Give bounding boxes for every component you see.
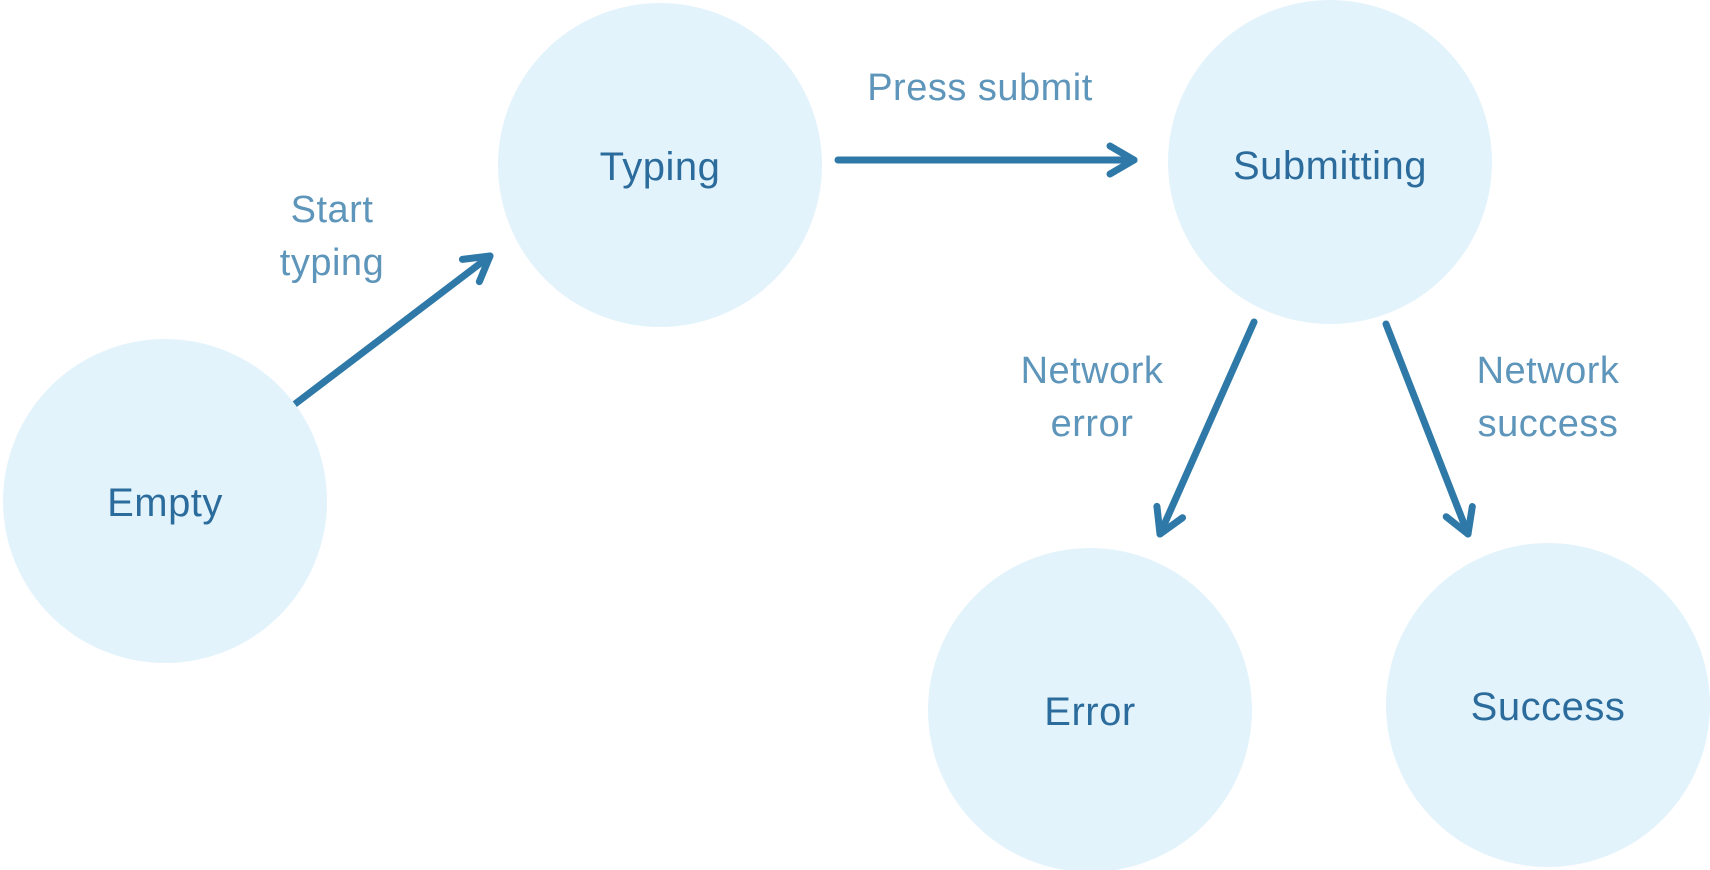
state-label-submitting: Submitting	[1233, 144, 1427, 188]
transition-label-network-success-line2: success	[1478, 403, 1619, 445]
transition-label-start-typing-line1: Start	[291, 189, 374, 231]
transition-label-press-submit: Press submit	[867, 67, 1093, 109]
transition-label-start-typing-line2: typing	[280, 242, 384, 284]
transition-submitting-to-success	[1382, 320, 1476, 538]
state-node-empty	[3, 339, 327, 663]
state-node-success	[1386, 543, 1710, 867]
state-node-submitting	[1168, 0, 1492, 324]
transition-submitting-to-error	[1153, 318, 1258, 538]
state-node-typing	[498, 3, 822, 327]
state-node-error	[928, 548, 1252, 870]
state-label-empty: Empty	[107, 481, 223, 525]
transition-label-network-error-line2: error	[1051, 403, 1134, 445]
state-label-success: Success	[1471, 685, 1626, 729]
state-label-error: Error	[1044, 690, 1135, 734]
transition-label-network-error-line1: Network	[1021, 350, 1164, 392]
transition-empty-to-typing	[291, 252, 494, 408]
state-label-typing: Typing	[600, 145, 721, 189]
transition-label-network-success-line1: Network	[1477, 350, 1620, 392]
